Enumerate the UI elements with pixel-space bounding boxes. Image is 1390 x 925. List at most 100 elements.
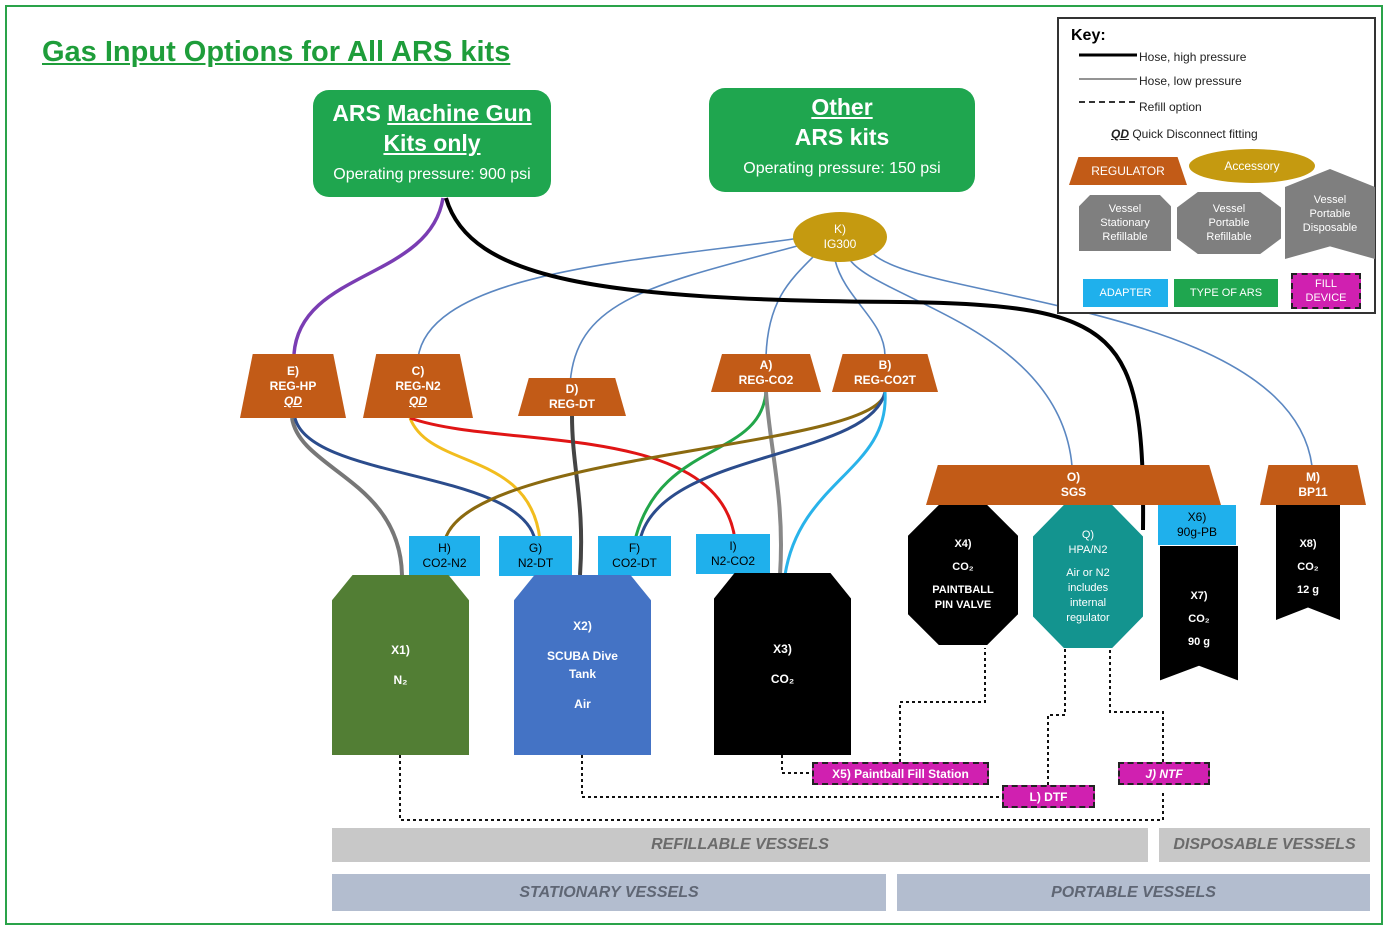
legend-key: Key: Hose, high pressure Hose, low press… (1057, 17, 1376, 314)
q-line4: regulator (1066, 611, 1110, 624)
key-fill-l1: FILL (1314, 278, 1337, 290)
reg-co2t-name: REG-CO2T (853, 373, 916, 387)
key-v3-l3: Disposable (1302, 222, 1358, 234)
machine-gun-label-2: Machine Gun (387, 100, 532, 126)
reg-dt-name: REG-DT (549, 397, 595, 411)
ars-machine-gun-box: ARS Machine Gun Kits only Operating pres… (313, 90, 551, 197)
x8-id: X8) (1299, 538, 1317, 550)
key-v3-l1: Vessel (1313, 194, 1347, 206)
regulator-reg-dt: D) REG-DT (518, 378, 626, 416)
key-v2-l2: Portable (1208, 217, 1250, 229)
bp11-name: BP11 (1298, 485, 1328, 499)
adapter-x6-id: X6) (1187, 510, 1207, 524)
regulator-reg-hp: E) REG-HP QD (240, 354, 346, 418)
machine-gun-label-1: ARS (332, 100, 388, 126)
reg-n2-qd: QD (409, 393, 427, 408)
adapter-h-name: CO2-N2 (422, 556, 467, 570)
key-qd: QD (1111, 127, 1129, 141)
key-accessory: Accessory (1189, 149, 1315, 183)
x7-amount: 90 g (1187, 635, 1210, 648)
reg-co2-name: REG-CO2 (738, 373, 794, 387)
key-v1-l2: Stationary (1100, 217, 1150, 229)
key-qd-text: Quick Disconnect fitting (1132, 127, 1258, 141)
fill-j-ntf: J) NTF (1118, 762, 1210, 785)
ig300-id: K) (834, 222, 846, 236)
regulator-reg-co2: A) REG-CO2 (711, 354, 821, 392)
reg-hp-id: E) (287, 363, 299, 378)
ig300-name: IG300 (823, 237, 857, 251)
vessel-x1-n2: X1) N₂ (332, 575, 469, 755)
band-portable: PORTABLE VESSELS (897, 874, 1370, 911)
other-label-1: Other (811, 94, 873, 120)
reg-dt-id: D) (565, 382, 579, 396)
bp11-id: M) (1306, 470, 1320, 484)
x3-gas: CO₂ (770, 672, 795, 686)
vessel-x3-co2: X3) CO₂ (714, 573, 851, 755)
adapter-g-id: G) (528, 541, 543, 555)
x8-gas: CO₂ (1297, 561, 1319, 573)
key-hp-label: Hose, high pressure (1139, 50, 1247, 64)
band-stationary: STATIONARY VESSELS (332, 874, 886, 911)
key-lp-label: Hose, low pressure (1139, 74, 1242, 88)
adapter-i-name: N2-CO2 (710, 554, 755, 568)
regulator-reg-co2t: B) REG-CO2T (832, 354, 938, 392)
x2-line1: SCUBA Dive (547, 649, 618, 663)
x7-gas: CO₂ (1188, 612, 1210, 625)
key-type-of-ars: TYPE OF ARS (1174, 279, 1278, 307)
adapter-co2-n2: H) CO2-N2 (409, 536, 480, 576)
key-v2-l3: Refillable (1206, 231, 1252, 243)
refill-lines (399, 648, 1164, 821)
x2-id: X2) (573, 619, 592, 633)
key-fill-l2: DEVICE (1305, 292, 1347, 304)
x1-gas: N₂ (393, 673, 408, 687)
x2-line2: Tank (568, 667, 597, 681)
ars-other-box: Other ARS kits Operating pressure: 150 p… (709, 88, 975, 192)
adapter-co2-dt: F) CO2-DT (598, 536, 671, 576)
adapter-f-id: F) (628, 541, 641, 555)
reg-co2t-id: B) (878, 358, 892, 372)
adapter-g-name: N2-DT (517, 556, 554, 570)
adapter-n2-co2: I) N2-CO2 (696, 534, 770, 574)
ig300-accessory: K) IG300 (793, 212, 887, 262)
reg-n2-name: REG-N2 (395, 378, 441, 393)
x1-id: X1) (391, 643, 410, 657)
adapter-i-id: I) (729, 539, 737, 553)
q-line3: internal (1069, 596, 1107, 609)
key-regulator: REGULATOR (1069, 157, 1187, 185)
band-disposable: DISPOSABLE VESSELS (1159, 828, 1370, 862)
x4-gas: CO₂ (952, 561, 974, 573)
key-adapter: ADAPTER (1083, 279, 1168, 307)
band-refillable: REFILLABLE VESSELS (332, 828, 1148, 862)
reg-hp-name: REG-HP (269, 378, 317, 393)
vessel-x7-co2: X7) CO₂ 90 g (1160, 546, 1238, 681)
key-vessel-stationary: Vessel Stationary Refillable (1079, 195, 1171, 251)
x2-gas: Air (574, 697, 591, 711)
q-name: HPA/N2 (1068, 543, 1108, 556)
adapter-h-id: H) (438, 541, 451, 555)
x3-id: X3) (773, 642, 792, 656)
vessel-x8-co2: X8) CO₂ 12 g (1276, 505, 1340, 620)
key-v1-l3: Refillable (1102, 231, 1148, 243)
key-v1-l1: Vessel (1108, 203, 1142, 215)
sgs-id: O) (1066, 470, 1081, 484)
other-pressure: Operating pressure: 150 psi (743, 160, 941, 177)
fill-x5-paintball-station: X5) Paintball Fill Station (812, 762, 989, 785)
reg-hp-qd: QD (284, 393, 302, 408)
sgs-name: SGS (1060, 485, 1087, 499)
key-v3-l2: Portable (1309, 208, 1351, 220)
q-line1: Air or N2 (1066, 566, 1110, 579)
regulator-reg-n2: C) REG-N2 QD (363, 354, 473, 418)
adapter-f-name: CO2-DT (612, 556, 657, 570)
reg-n2-id: C) (411, 363, 425, 378)
adapter-90g-pb: X6) 90g-PB (1158, 505, 1236, 545)
key-fill-device: FILL DEVICE (1291, 273, 1361, 309)
key-title: Key: (1071, 27, 1106, 44)
regulator-bp11: M) BP11 (1260, 465, 1366, 505)
vessel-q-hpa-n2: Q) HPA/N2 Air or N2 includes internal re… (1033, 505, 1143, 648)
page-title: Gas Input Options for All ARS kits (42, 36, 511, 68)
x7-id: X7) (1190, 589, 1208, 602)
key-line-samples (1079, 53, 1137, 103)
machine-gun-pressure: Operating pressure: 900 psi (333, 166, 531, 183)
reg-co2-id: A) (759, 358, 773, 372)
